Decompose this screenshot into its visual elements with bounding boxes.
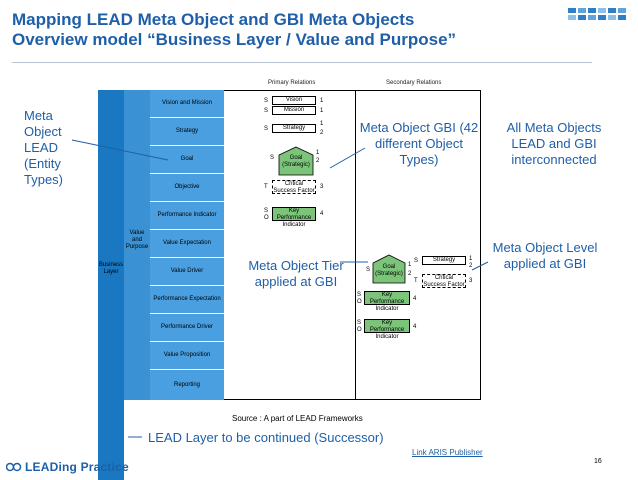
cell-value-driver[interactable]: Value Driver <box>150 258 224 286</box>
source-note: Source : A part of LEAD Frameworks <box>232 414 363 423</box>
cell-value-proposition[interactable]: Value Proposition <box>150 342 224 370</box>
num-4: 4 <box>413 324 417 330</box>
primary-csf-box[interactable]: Critical Success Factor <box>272 180 316 194</box>
num-4: 4 <box>413 296 417 302</box>
letter-s: S <box>264 108 269 114</box>
title-line-1: Mapping LEAD Meta Object and GBI Meta Ob… <box>12 10 415 29</box>
cell-goal[interactable]: Goal <box>150 146 224 174</box>
secondary-kpi-box-2[interactable]: Key Performance Indicator <box>364 319 410 340</box>
business-layer-label: Business Layer <box>98 262 124 275</box>
cell-strategy[interactable]: Strategy <box>150 118 224 146</box>
primary-strategy-box[interactable]: Strategy <box>272 124 316 133</box>
num-2: 2 <box>320 130 324 136</box>
letter-s: S <box>264 126 269 132</box>
relations-divider <box>355 90 356 400</box>
num-3: 3 <box>320 184 324 190</box>
title-line-2: Overview model “Business Layer / Value a… <box>12 30 457 49</box>
callout-level-gbi: Meta Object Level applied at GBI <box>492 240 598 271</box>
num-3: 3 <box>469 278 473 284</box>
primary-vision-box[interactable]: Vision <box>272 96 316 105</box>
num-1: 1 <box>469 256 473 262</box>
title-divider <box>12 62 592 63</box>
cell-objective[interactable]: Objective <box>150 174 224 202</box>
secondary-goal-label: Goal (Strategic) <box>375 264 403 277</box>
letter-s: S <box>264 98 269 104</box>
aris-publisher-link[interactable]: Link ARIS Publisher <box>412 448 483 457</box>
num-1: 1 <box>320 121 324 127</box>
callout-meta-object-gbi: Meta Object GBI (42 different Object Typ… <box>359 120 479 167</box>
letter-o: O <box>357 299 362 305</box>
num-2: 2 <box>316 158 320 164</box>
corner-logo-icon <box>568 8 626 20</box>
cell-reporting[interactable]: Reporting <box>150 370 224 400</box>
letter-s: S <box>414 258 419 264</box>
num-1: 1 <box>408 262 412 268</box>
num-2: 2 <box>469 263 473 269</box>
cell-performance-expectation[interactable]: Performance Expectation <box>150 286 224 314</box>
secondary-relations-header: Secondary Relations <box>386 80 442 86</box>
primary-goal-shape[interactable] <box>278 146 314 176</box>
value-purpose-column <box>124 90 150 400</box>
cell-vision-mission[interactable]: Vision and Mission <box>150 90 224 118</box>
num-1: 1 <box>316 150 320 156</box>
brand-name: LEADing Practice <box>25 460 129 474</box>
primary-kpi-box[interactable]: Key Performance Indicator <box>272 207 316 228</box>
successor-note: LEAD Layer to be continued (Successor) <box>148 430 384 445</box>
callout-tier-gbi: Meta Object Tier applied at GBI <box>248 258 344 289</box>
letter-s: S <box>366 267 371 273</box>
secondary-strategy-box[interactable]: Strategy <box>422 256 466 265</box>
primary-relations-header: Primary Relations <box>268 80 316 86</box>
secondary-csf-box[interactable]: Critical Success Factor <box>422 274 466 288</box>
cell-value-expectation[interactable]: Value Expectation <box>150 230 224 258</box>
primary-goal-label: Goal (Strategic) <box>282 155 310 168</box>
letter-s: S <box>270 155 275 161</box>
letter-t: T <box>264 184 268 190</box>
brand-mark-icon <box>6 462 22 472</box>
secondary-kpi-box-1[interactable]: Key Performance Indicator <box>364 291 410 312</box>
num-4: 4 <box>320 211 324 217</box>
brand-logo: LEADing Practice <box>6 460 129 474</box>
num-1: 1 <box>320 108 324 114</box>
letter-o: O <box>357 327 362 333</box>
letter-t: T <box>414 278 418 284</box>
num-2: 2 <box>408 271 412 277</box>
slide-title: Mapping LEAD Meta Object and GBI Meta Ob… <box>12 10 532 50</box>
callout-all-meta-objects: All Meta Objects LEAD and GBI interconne… <box>506 120 602 167</box>
secondary-goal-shape[interactable] <box>372 254 406 284</box>
value-purpose-label: Value and Purpose <box>125 230 149 250</box>
business-layer-column <box>98 90 124 480</box>
primary-mission-box[interactable]: Mission <box>272 106 316 115</box>
callout-meta-object-lead: Meta Object LEAD (Entity Types) <box>24 108 64 187</box>
letter-o: O <box>264 215 269 221</box>
letter-s: S <box>357 320 362 326</box>
letter-s: S <box>264 208 269 214</box>
cell-performance-driver[interactable]: Performance Driver <box>150 314 224 342</box>
letter-s: S <box>357 292 362 298</box>
page-number: 16 <box>594 458 602 465</box>
cell-performance-indicator[interactable]: Performance Indicator <box>150 202 224 230</box>
num-1: 1 <box>320 98 324 104</box>
